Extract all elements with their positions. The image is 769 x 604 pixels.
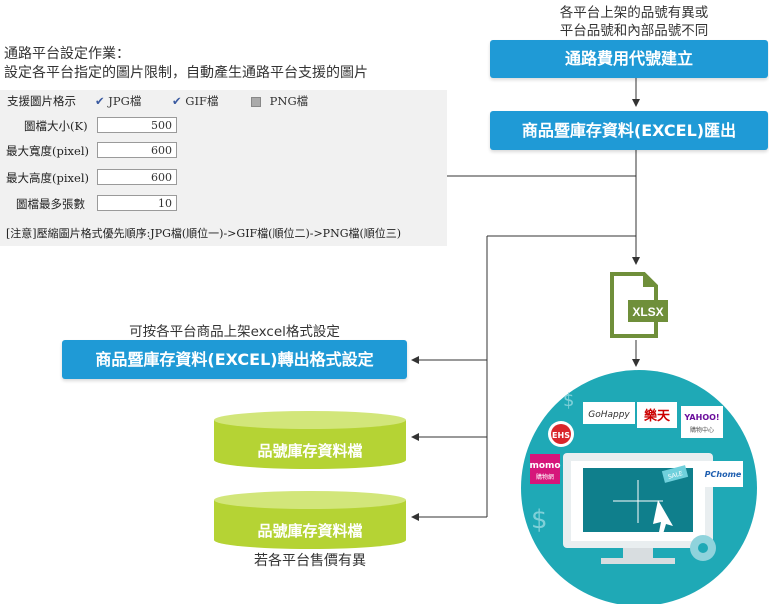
jpg-label: JPG檔 — [108, 94, 142, 108]
dollar-icon: $ — [531, 505, 548, 535]
channel-code-box: 通路費用代號建立 — [490, 40, 768, 78]
rakuten-logo — [637, 402, 677, 428]
gohappy-logo — [583, 402, 635, 424]
image-settings-panel: 支援圖片格示 ✔ JPG檔 ✔ GIF檔 PNG檔 圖檔大小(K) 500 最大… — [0, 90, 447, 246]
gif-checkbox[interactable]: ✔ GIF檔 — [172, 93, 219, 109]
field-label-height: 最大高度(pixel) — [6, 171, 89, 185]
check-icon: ✔ — [95, 94, 105, 108]
svg-text:樂天: 樂天 — [644, 408, 671, 424]
pchome-logo — [703, 461, 743, 487]
field-label-size: 圖檔大小(K) — [24, 119, 88, 133]
dollar-icon: $ — [563, 390, 574, 411]
count-input[interactable]: 10 — [97, 195, 177, 211]
png-checkbox[interactable]: PNG檔 — [251, 93, 308, 109]
export-box: 商品暨庫存資料(EXCEL)匯出 — [490, 111, 768, 150]
intro-title: 通路平台設定作業： — [4, 46, 130, 62]
db2-label: 品號庫存資料檔 — [257, 522, 362, 540]
db1-label: 品號庫存資料檔 — [257, 442, 362, 460]
field-label-width: 最大寬度(pixel) — [6, 144, 89, 158]
momo-logo — [530, 454, 560, 484]
format-setting-box: 商品暨庫存資料(EXCEL)轉出格式設定 — [62, 340, 407, 379]
platforms-illustration: $ $ GoHappy 樂天 YAHOO! 購物中心 EHS momo 購物網 … — [521, 370, 757, 604]
svg-text:PChome: PChome — [705, 470, 742, 479]
svg-text:GoHappy: GoHappy — [588, 410, 630, 420]
svg-text:購物網: 購物網 — [536, 473, 554, 481]
top-caption-1: 各平台上架的品號有異或 — [559, 5, 709, 21]
height-input[interactable]: 600 — [97, 169, 177, 185]
xlsx-label: XLSX — [632, 305, 663, 319]
yahoo-logo — [681, 406, 723, 438]
svg-text:momo: momo — [529, 461, 560, 471]
format-caption: 可按各平台商品上架excel格式設定 — [129, 324, 340, 340]
intro-description: 設定各平台指定的圖片限制，自動產生通路平台支援的圖片 — [4, 65, 368, 81]
svg-text:購物中心: 購物中心 — [690, 426, 714, 434]
priority-note: [注意]壓縮圖片格式優先順序:JPG檔(順位一)->GIF檔(順位二)->PNG… — [6, 227, 402, 240]
png-label: PNG檔 — [269, 94, 309, 108]
size-input[interactable]: 500 — [97, 117, 177, 133]
gif-label: GIF檔 — [185, 94, 219, 108]
width-input[interactable]: 600 — [97, 142, 177, 158]
field-label-count: 圖檔最多張數 — [16, 197, 85, 211]
cursor-icon — [653, 500, 673, 534]
format-label: 支援圖片格示 — [7, 94, 76, 108]
check-icon: ✔ — [172, 94, 182, 108]
db2-caption: 若各平台售價有異 — [254, 553, 366, 569]
top-caption-2: 平台品號和內部品號不同 — [559, 23, 709, 39]
svg-text:SALE: SALE — [667, 470, 684, 481]
svg-text:EHS: EHS — [552, 431, 570, 440]
jpg-checkbox[interactable]: ✔ JPG檔 — [95, 93, 141, 109]
database-cylinder-2: 品號庫存資料檔 — [214, 491, 406, 549]
sale-tag-icon — [661, 465, 689, 483]
xlsx-file-icon: XLSX — [610, 272, 668, 338]
unchecked-box-icon — [251, 97, 261, 107]
database-cylinder-1: 品號庫存資料檔 — [214, 411, 406, 469]
svg-text:YAHOO!: YAHOO! — [683, 413, 719, 422]
